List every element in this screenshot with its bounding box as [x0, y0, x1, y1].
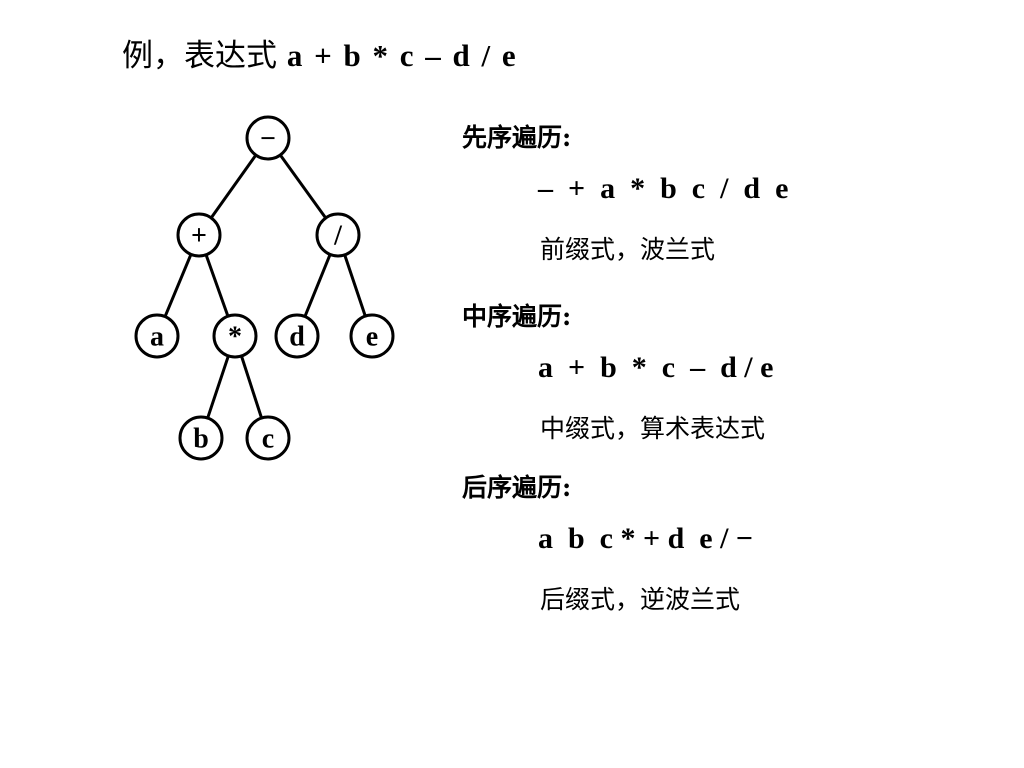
tree-node-plus: +	[176, 212, 222, 258]
tree-node-e: e	[349, 313, 395, 359]
tree-nodes: − + / a * d e b c	[134, 115, 395, 461]
tree-node-circle	[274, 313, 320, 359]
inorder-caption: 中缀式，算术表达式	[540, 414, 766, 443]
tree-edge-star-c	[240, 355, 263, 419]
postorder-heading: 后序遍历:	[462, 473, 572, 502]
preorder-sequence: – + a * b c / d e	[538, 172, 789, 205]
tree-edge-slash-d	[303, 253, 332, 318]
tree-node-root: −	[245, 115, 291, 161]
tree-node-label: e	[366, 322, 378, 353]
tree-node-label: d	[289, 322, 305, 353]
preorder-heading: 先序遍历:	[462, 123, 572, 152]
tree-node-label: /	[333, 221, 343, 252]
tree-edge-plus-a	[163, 253, 193, 318]
tree-node-label: b	[193, 424, 209, 455]
title-prefix: 例，表达式	[122, 38, 287, 74]
tree-node-circle	[212, 313, 258, 359]
postorder-caption: 后缀式，逆波兰式	[540, 585, 741, 614]
tree-node-a: a	[134, 313, 180, 359]
inorder-heading: 中序遍历:	[462, 302, 572, 331]
tree-edge-star-b	[206, 355, 230, 419]
tree-node-circle	[349, 313, 395, 359]
tree-node-label: c	[262, 424, 274, 455]
tree-node-label: −	[260, 124, 276, 155]
tree-node-c: c	[245, 415, 291, 461]
tree-node-circle	[178, 415, 224, 461]
tree-node-circle	[176, 212, 222, 258]
preorder-caption: 前缀式，波兰式	[540, 235, 716, 264]
tree-node-label: *	[228, 322, 242, 353]
inorder-sequence: a + b * c – d / e	[538, 351, 774, 384]
tree-node-label: +	[191, 221, 207, 252]
tree-node-b: b	[178, 415, 224, 461]
tree-node-label: a	[150, 322, 164, 353]
tree-node-circle	[245, 415, 291, 461]
tree-edges	[163, 154, 367, 419]
tree-edge-root-slash	[279, 154, 327, 219]
tree-edge-plus-star	[204, 254, 230, 317]
tree-edge-slash-e	[343, 254, 367, 317]
tree-node-slash: /	[315, 212, 361, 258]
page-title: 例，表达式 a + b * c – d / e	[122, 30, 518, 75]
tree-node-circle	[315, 212, 361, 258]
tree-node-circle	[134, 313, 180, 359]
tree-node-star: *	[212, 313, 258, 359]
tree-edge-root-plus	[209, 154, 258, 219]
postorder-sequence: a b c * + d e / −	[538, 522, 754, 555]
tree-node-circle	[245, 115, 291, 161]
title-expression: a + b * c – d / e	[286, 38, 518, 73]
tree-node-d: d	[274, 313, 320, 359]
expression-tree: − + / a * d e b c	[134, 115, 395, 461]
